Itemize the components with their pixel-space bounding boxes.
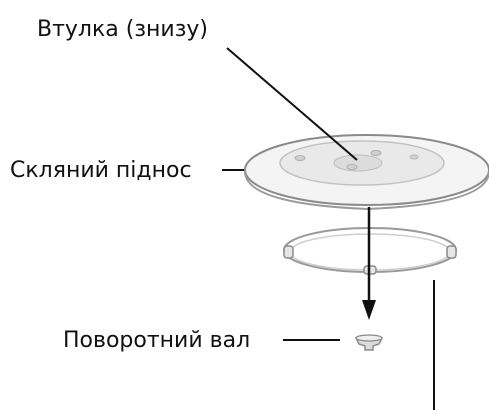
assembly-arrow	[362, 207, 376, 320]
label-glass-tray: Скляний піднос	[10, 158, 192, 183]
turntable-shaft	[354, 334, 384, 351]
hub-dot-left	[294, 155, 306, 161]
glass-tray-edge	[244, 171, 489, 211]
glass-tray	[244, 134, 489, 211]
hub-shading	[333, 154, 383, 172]
label-turntable-shaft: Поворотний вал	[63, 328, 250, 353]
arrow-head	[362, 300, 376, 320]
hub-dot-center	[346, 164, 358, 170]
shaft-top	[355, 334, 383, 342]
label-hub: Втулка (знизу)	[37, 17, 208, 42]
roller-wheel-left	[283, 245, 294, 259]
roller-wheel-right	[446, 245, 457, 259]
leader-line-hub	[226, 47, 358, 161]
hub-dot-far-right	[409, 154, 419, 160]
hub-dot-right	[370, 150, 382, 156]
roller-ring	[283, 227, 457, 275]
